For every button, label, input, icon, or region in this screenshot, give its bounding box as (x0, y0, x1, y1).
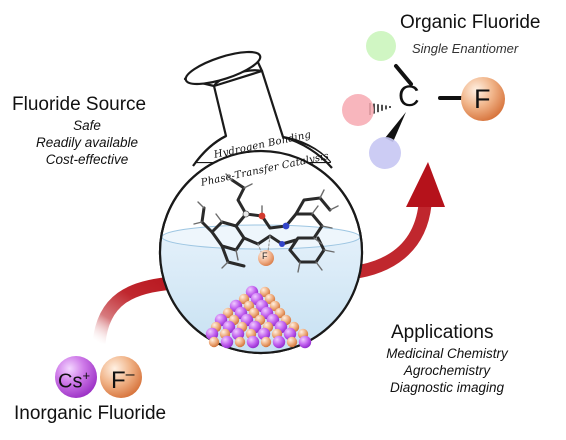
property-safe: Safe (73, 118, 101, 133)
fluoride-label: F– (111, 362, 135, 394)
bond-to-green (394, 64, 413, 86)
fluoride-charge: – (125, 366, 135, 383)
inorganic-fluoride-title: Inorganic Fluoride (14, 403, 167, 424)
lattice-fluoride-ion (222, 307, 234, 319)
applications-title: Applications (391, 322, 494, 343)
property-readily-available: Readily available (35, 135, 139, 150)
lattice-fluoride-ion (234, 336, 246, 348)
wedge-bond (385, 112, 406, 142)
cesium-charge: + (82, 368, 91, 383)
lattice-fluoride-ion (260, 336, 272, 348)
carbon-atom-label: C (398, 80, 420, 113)
blue-substituent (369, 137, 401, 169)
organic-fluoride-subtitle: Single Enantiomer (412, 41, 519, 56)
lattice-cesium-ion (220, 335, 234, 349)
cesium-label: Cs+ (58, 364, 90, 394)
cesium-symbol: Cs (58, 370, 83, 393)
application-agro: Agrochemistry (403, 363, 491, 378)
lattice-cesium-ion (272, 335, 286, 349)
fluoride-source-properties: Safe Readily available Cost-effective (22, 118, 152, 167)
inorganic-fluoride-ions (55, 356, 142, 398)
lattice-fluoride-ion (286, 336, 298, 348)
fluorine-atom-label: F (474, 84, 491, 114)
applications-list: Medicinal Chemistry Agrochemistry Diagno… (372, 346, 522, 395)
bound-fluoride-label: F (262, 251, 268, 261)
arrow-head (406, 162, 445, 207)
organic-fluoride-title: Organic Fluoride (400, 12, 541, 33)
csf-crystal-lattice (205, 285, 312, 349)
lattice-fluoride-ion (208, 336, 220, 348)
lattice-cesium-ion (298, 335, 312, 349)
lattice-fluoride-ion (248, 307, 260, 319)
bound-fluoride-ion (258, 250, 274, 266)
fluoride-symbol: F (111, 367, 126, 394)
application-diagnostic: Diagnostic imaging (389, 380, 505, 395)
application-medicinal: Medicinal Chemistry (386, 346, 508, 361)
cesium-ion (55, 356, 97, 398)
lattice-cesium-ion (246, 335, 260, 349)
lattice-fluoride-ion (274, 307, 286, 319)
fluoride-ion (100, 356, 142, 398)
catalyst-heteroatoms (242, 210, 290, 247)
fluoride-source-title: Fluoride Source (12, 94, 147, 115)
fluorine-atom (461, 77, 505, 121)
organic-fluoride-structure (342, 31, 505, 169)
green-substituent (366, 31, 396, 61)
catalyst-molecule (193, 173, 339, 273)
property-cost-effective: Cost-effective (45, 152, 129, 167)
red-substituent (342, 94, 374, 126)
